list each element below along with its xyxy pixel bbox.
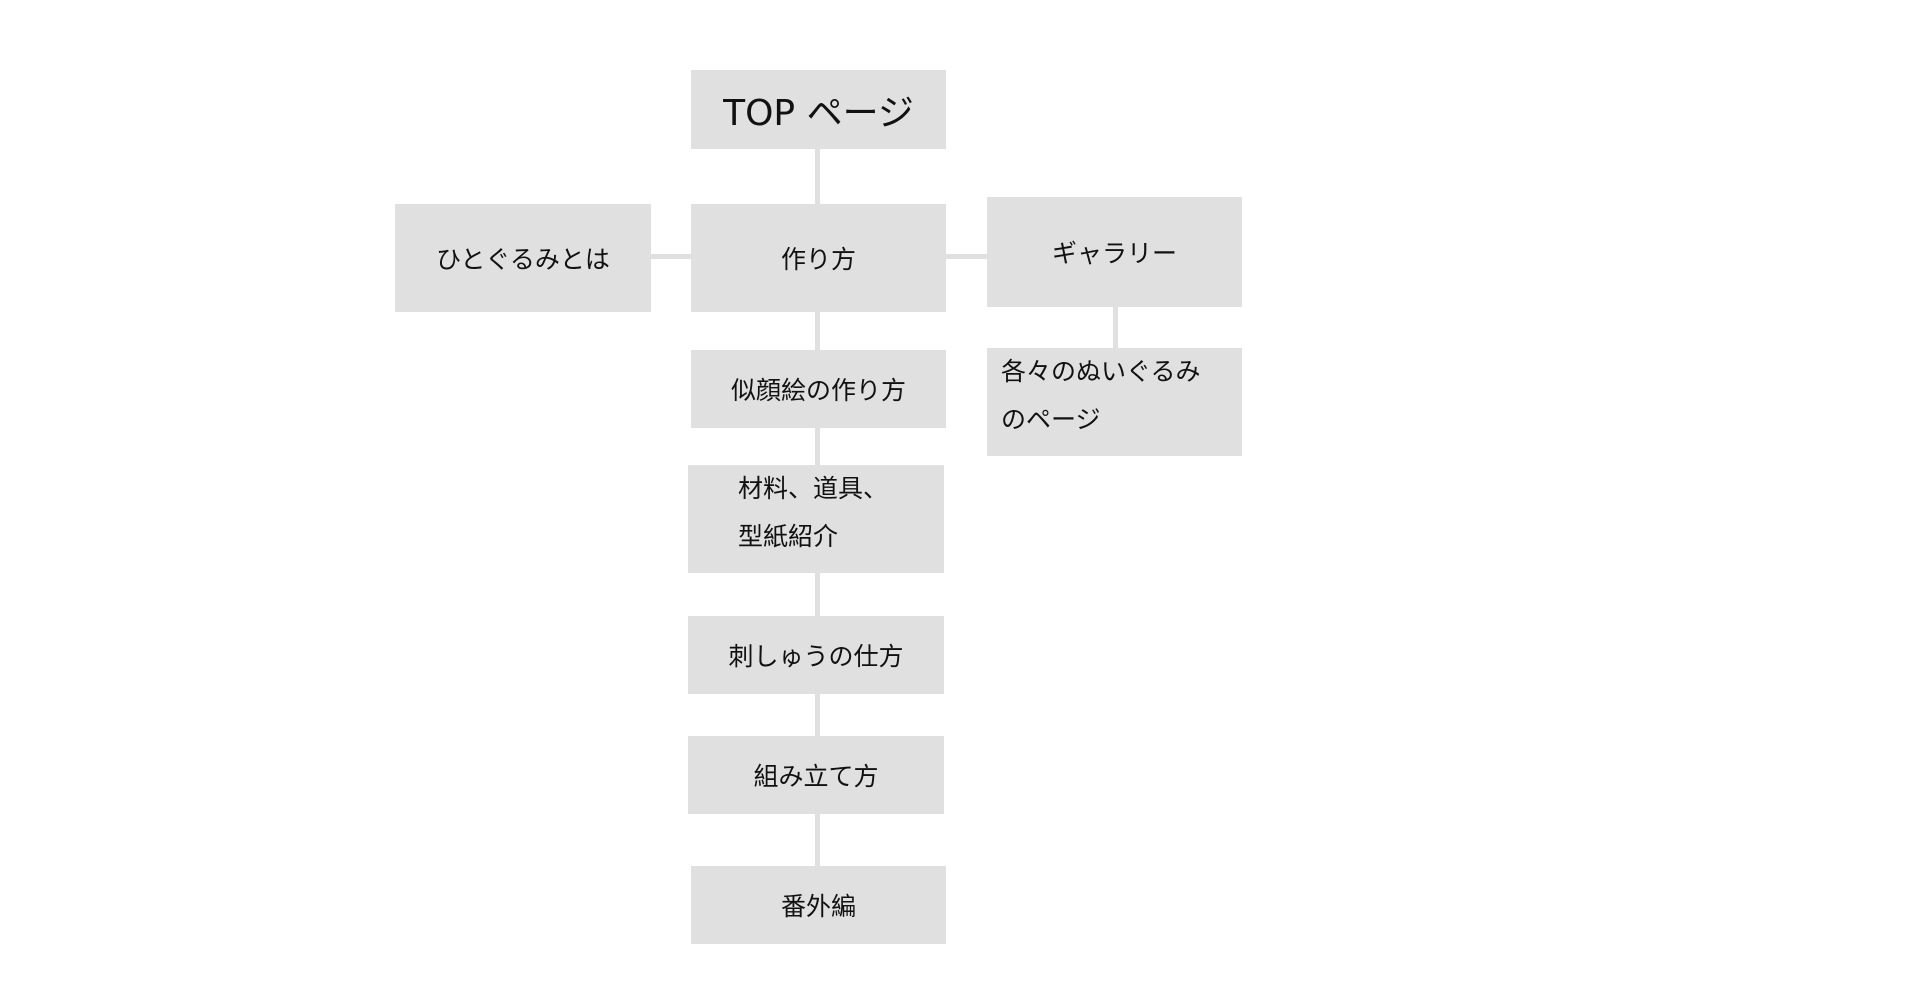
connector-howto-gallery bbox=[946, 254, 987, 259]
node-label: TOP ページ bbox=[723, 92, 914, 134]
node-howto[interactable]: 作り方 bbox=[691, 204, 946, 312]
node-label: 作り方 bbox=[780, 245, 856, 274]
node-label-line1: 材料、道具、 bbox=[738, 474, 889, 503]
node-about[interactable]: ひとぐるみとは bbox=[395, 204, 651, 312]
node-label: 刺しゅうの仕方 bbox=[728, 642, 904, 671]
node-materials[interactable]: 材料、道具、 型紙紹介 bbox=[688, 465, 944, 573]
node-label: 似顔絵の作り方 bbox=[730, 376, 906, 405]
node-label-line2: 型紙紹介 bbox=[738, 522, 839, 551]
connector-howto-children bbox=[815, 312, 820, 866]
node-assembly[interactable]: 組み立て方 bbox=[688, 736, 944, 814]
node-gallery[interactable]: ギャラリー bbox=[987, 197, 1242, 307]
node-extra[interactable]: 番外編 bbox=[691, 866, 946, 944]
node-portrait[interactable]: 似顔絵の作り方 bbox=[691, 350, 946, 428]
connector-top-howto bbox=[815, 149, 820, 204]
node-each-plush-page[interactable]: 各々のぬいぐるみ のページ bbox=[987, 348, 1242, 456]
node-label-line1: 各々のぬいぐるみ bbox=[1001, 357, 1201, 386]
node-top-page[interactable]: TOP ページ bbox=[691, 70, 946, 149]
node-label: ひとぐるみとは bbox=[436, 245, 610, 274]
node-label: 番外編 bbox=[780, 892, 856, 921]
node-embroidery[interactable]: 刺しゅうの仕方 bbox=[688, 616, 944, 694]
node-label-line2: のページ bbox=[1001, 405, 1101, 434]
node-label: ギャラリー bbox=[1051, 239, 1177, 268]
connector-about-howto bbox=[651, 254, 691, 259]
node-label: 組み立て方 bbox=[753, 762, 879, 791]
connector-gallery-each bbox=[1113, 307, 1118, 348]
